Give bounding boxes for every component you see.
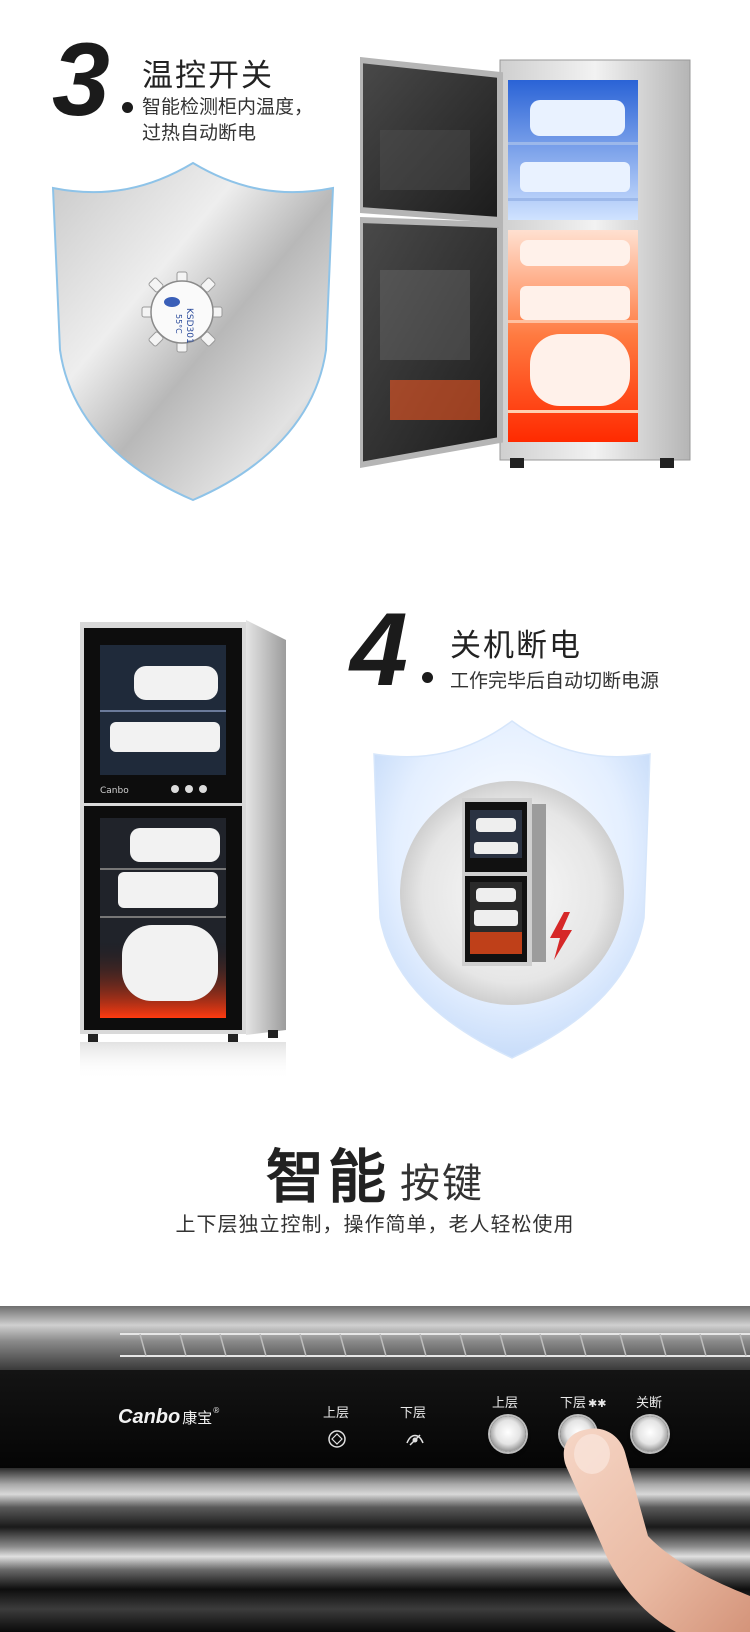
- upper-indicator-label: 上层: [323, 1406, 350, 1421]
- smart-keys-title-light: 按键: [400, 1161, 484, 1207]
- lower-button-label-text: 下层: [560, 1396, 587, 1411]
- lower-button-label: 下层✱✱: [560, 1392, 606, 1411]
- cabinet-brand: Canbo: [100, 786, 129, 796]
- upper-mode-icon: [328, 1430, 346, 1448]
- upper-button-label: 上层: [492, 1396, 519, 1411]
- feature-desc-line1: 智能检测柜内温度，: [142, 96, 314, 118]
- power-off-button[interactable]: [632, 1416, 668, 1452]
- lower-indicator-label: 下层: [400, 1406, 427, 1421]
- panel-brand-en: Canbo: [118, 1406, 181, 1428]
- number-dot: [422, 672, 433, 683]
- smart-keys-subtitle: 上下层独立控制，操作简单，老人轻松使用: [175, 1212, 575, 1236]
- fingertip-icon: [563, 1428, 750, 1632]
- lightning-icon: [550, 912, 572, 960]
- panel-strip: [0, 1370, 750, 1468]
- registered-mark: ®: [212, 1406, 221, 1415]
- blue-shield: [373, 720, 651, 1059]
- thermostat-temp: 55°C: [174, 314, 183, 334]
- number-dot: [122, 102, 133, 113]
- feature-title: 温控开关: [142, 58, 274, 94]
- panel-brand-cn: 康宝: [182, 1409, 213, 1427]
- feature-number: 4: [350, 592, 408, 708]
- dish-rack: [120, 1333, 750, 1357]
- rack-area: [0, 1306, 750, 1370]
- off-button-label: 关断: [636, 1396, 663, 1411]
- closed-cabinet-image: Canbo: [80, 620, 286, 1080]
- lower-button-label-suffix: ✱✱: [588, 1397, 607, 1410]
- feature-desc-line2: 过热自动断电: [142, 122, 257, 144]
- lower-mode-icon: [406, 1434, 424, 1446]
- feature-number: 3: [52, 22, 110, 138]
- feature-desc: 工作完毕后自动切断电源: [450, 670, 660, 692]
- thermostat-icon: KSD301 55°C: [141, 271, 223, 353]
- open-cabinet-image: [360, 56, 691, 469]
- thermostat-model: KSD301: [184, 308, 194, 344]
- feature-title: 关机断电: [450, 628, 582, 664]
- upper-layer-button[interactable]: [490, 1416, 526, 1452]
- smart-keys-title-bold: 智能: [265, 1143, 390, 1211]
